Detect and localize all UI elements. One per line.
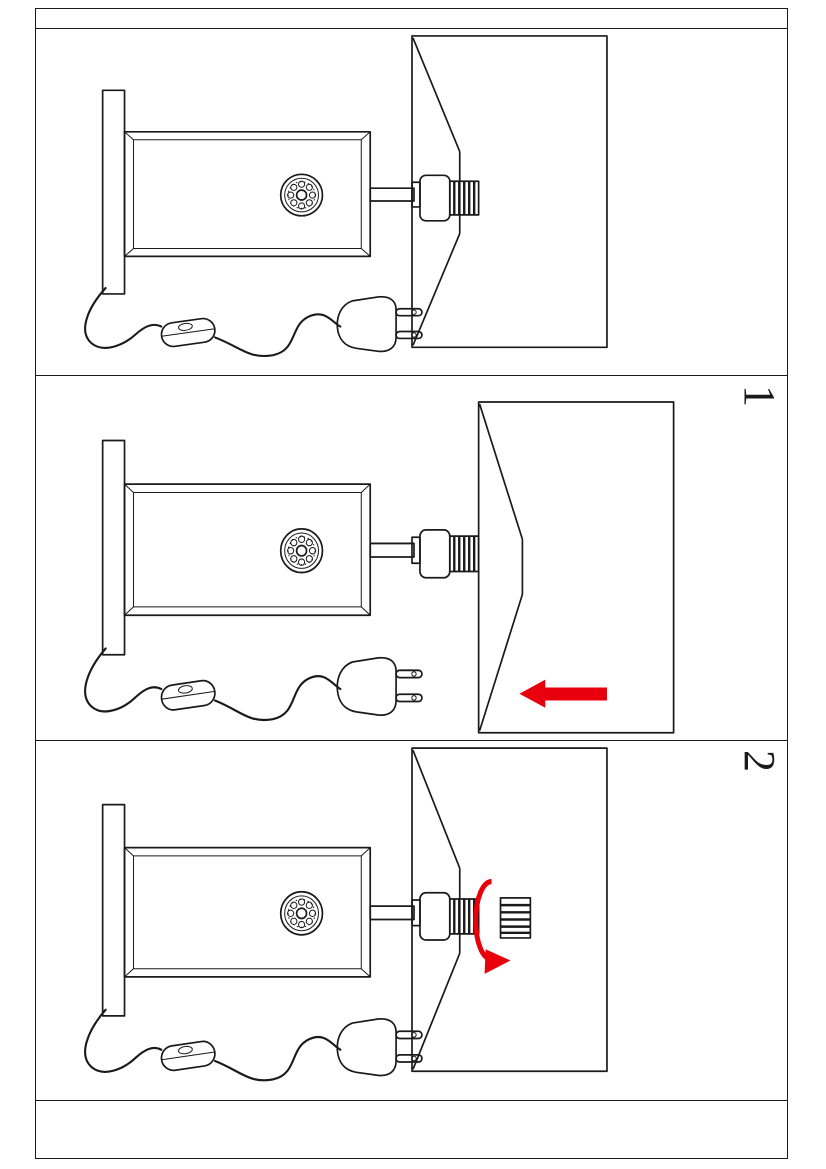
instruction-panel-step-2 — [36, 741, 787, 1101]
table-lamp — [83, 89, 480, 358]
step-number-1: 1 — [735, 385, 784, 407]
instruction-panel-step-1 — [36, 376, 787, 741]
top-margin-strip — [36, 9, 787, 29]
lampshade-mounted — [411, 35, 608, 349]
panel-illustration-step-2 — [83, 747, 608, 1082]
panel-illustration-assembled — [83, 35, 608, 358]
lampshade-detached — [477, 401, 675, 734]
table-lamp — [83, 439, 480, 722]
sheet-frame — [35, 8, 788, 1159]
step-number-2: 2 — [735, 750, 784, 772]
lampshade-mounted — [411, 747, 608, 1073]
shade-ring-nut — [499, 896, 532, 940]
instruction-panel-assembled — [36, 29, 787, 376]
bottom-margin-strip — [36, 1101, 787, 1158]
table-lamp — [83, 803, 480, 1082]
slide-direction-arrow-icon — [519, 679, 607, 708]
panel-illustration-step-1 — [83, 401, 675, 734]
